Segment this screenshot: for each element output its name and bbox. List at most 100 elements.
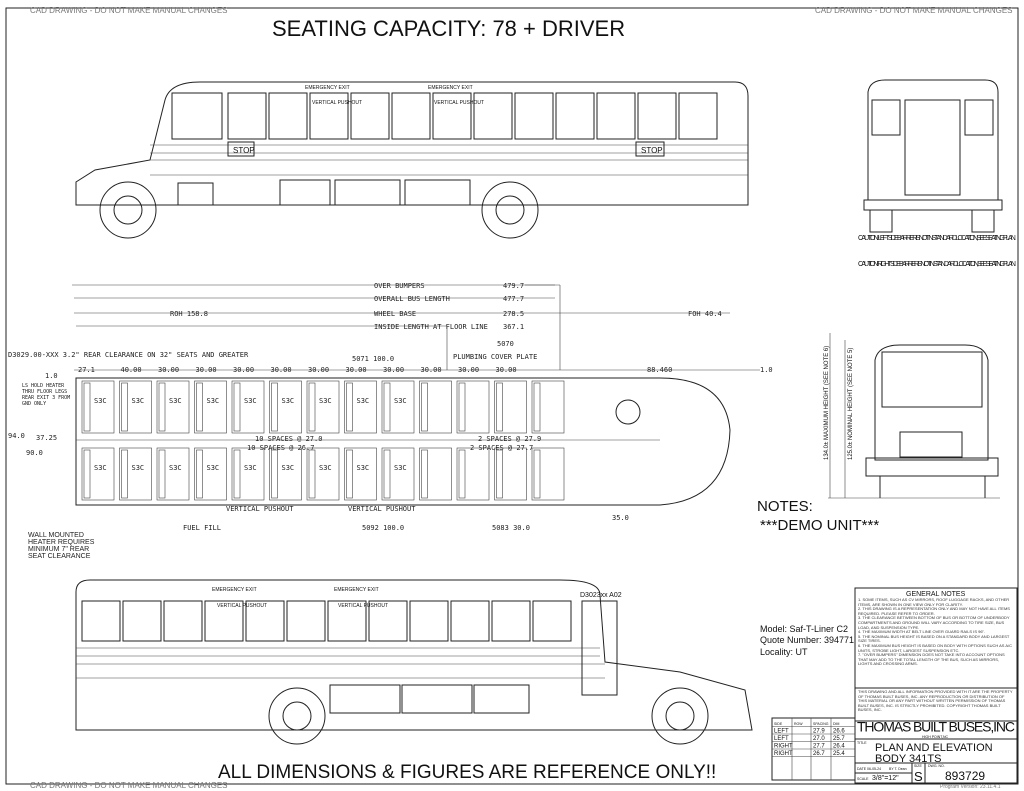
seat-label: S3C	[244, 397, 257, 405]
title-label: TITLE	[857, 741, 867, 745]
window	[81, 600, 121, 642]
spacing-label: 30.00	[196, 366, 217, 374]
dim-label: OVER BUMPERS	[374, 282, 425, 290]
general-note-item: 3. THE CLEARANCE BETWEEN BOTTOM OF BUS O…	[858, 615, 1010, 630]
general-note-item: 5. THE NOMINAL BUS HEIGHT IS BASED ON A …	[858, 633, 1010, 644]
table-cell: 26.7	[813, 751, 825, 757]
copyright-notice: THIS DRAWING AND ALL INFORMATION PROVIDE…	[858, 690, 1013, 713]
seat-back	[233, 382, 241, 432]
dim-aisle: 37.25	[36, 434, 57, 442]
reference-warning: ALL DIMENSIONS & FIGURES ARE REFERENCE O…	[218, 762, 716, 783]
window	[637, 92, 677, 140]
seat-back	[271, 382, 278, 432]
seat	[194, 447, 227, 501]
watermark-bottom-left: CAD DRAWING - DO NOT MAKE MANUAL CHANGES	[30, 781, 228, 790]
ls-hold-note: LS HOLD HEATER THRU FLOOR LEGS REAR EXIT…	[22, 383, 71, 407]
dim-label: INSIDE LENGTH AT FLOOR LINE	[374, 323, 488, 331]
spacing-label: 30.00	[233, 366, 254, 374]
window	[450, 600, 490, 642]
window-row	[171, 92, 718, 140]
seat	[269, 380, 302, 434]
dim-rear: 1.0	[45, 372, 58, 380]
stop-arm	[635, 141, 665, 157]
pushout-label: VERTICAL PUSHOUT	[217, 603, 267, 609]
watermark-top-left: CAD DRAWING - DO NOT MAKE MANUAL CHANGES	[30, 6, 228, 15]
spacing-label: 30.00	[421, 366, 442, 374]
clearance-note: D3029.00-XXX 3.2" REAR CLEARANCE ON 32" …	[8, 351, 249, 359]
window	[514, 92, 554, 140]
general-notes: GENERAL NOTES 1. SOME ITEMS, SUCH AS CV …	[854, 587, 1018, 722]
seat	[119, 380, 152, 434]
seat-back	[196, 382, 203, 432]
dim-value: 479.7	[503, 282, 524, 290]
seat	[494, 447, 527, 501]
window	[491, 600, 531, 642]
dim-roh: ROH 158.8	[170, 310, 208, 318]
dim-width-90: 90.0	[26, 449, 43, 457]
emergency-exit-label: EMERGENCY EXIT	[428, 85, 473, 91]
window	[309, 92, 349, 140]
pushout-label: VERTICAL PUSHOUT	[312, 100, 362, 106]
max-height-label: 134.0± MAXIMUM HEIGHT (SEE NOTE 6)	[824, 346, 830, 460]
seat-back	[533, 382, 541, 432]
seat-label: S3C	[357, 464, 370, 472]
fuel-door	[177, 182, 214, 206]
window	[555, 92, 595, 140]
seat-label: S3C	[207, 464, 220, 472]
window	[268, 92, 308, 140]
dim-5070: 5070	[497, 340, 514, 348]
scale-value: 3/8"=12"	[872, 775, 899, 782]
window	[409, 600, 449, 642]
compartment	[404, 179, 471, 206]
seat-back	[496, 449, 503, 499]
dim-5071: 5071 100.0	[352, 355, 394, 363]
spacing-label: 30.00	[496, 366, 517, 374]
demo-unit-label: ***DEMO UNIT***	[760, 517, 879, 534]
drawing-subtitle: BODY 341TS	[875, 753, 941, 765]
table-cell: 25.4	[833, 751, 845, 757]
seat-label: S3C	[319, 464, 332, 472]
window	[327, 600, 367, 642]
seat-back	[496, 382, 503, 432]
compartment	[334, 179, 401, 206]
dim-value: 367.1	[503, 323, 524, 331]
seat	[344, 447, 377, 501]
seat-label: S3C	[94, 397, 107, 405]
seat-back	[83, 382, 91, 432]
table-header: SIDE	[774, 722, 783, 726]
seat	[306, 380, 340, 434]
window	[432, 92, 472, 140]
watermark-top-right: CAD DRAWING - DO NOT MAKE MANUAL CHANGES	[815, 6, 1013, 15]
dim-width-94: 94.0	[8, 432, 25, 440]
spacing-label: 30.00	[383, 366, 404, 374]
seat	[269, 447, 302, 501]
company-location: HIGH POINT,NC	[922, 735, 949, 739]
pushout-label: VERTICAL PUSHOUT	[338, 603, 388, 609]
table-cell: LEFT	[774, 736, 789, 742]
table-cell: 25.7	[833, 736, 845, 742]
title-block: THOMAS BUILT BUSES,INC HIGH POINT,NC TIT…	[854, 719, 1018, 784]
window	[286, 600, 326, 642]
dim-label: WHEEL BASE	[374, 310, 416, 318]
table-header: SPACING	[813, 722, 829, 726]
seat	[531, 447, 565, 501]
seat-label: S3C	[169, 464, 182, 472]
seat-back	[308, 449, 316, 499]
seat	[231, 380, 265, 434]
drawing-border	[5, 7, 1019, 785]
seat	[119, 447, 152, 501]
seat-back	[121, 382, 128, 432]
plumbing-label: PLUMBING COVER PLATE	[453, 353, 537, 361]
size-label: SIZE	[914, 764, 922, 768]
window	[596, 92, 636, 140]
seat-back	[383, 382, 391, 432]
spaces-label: 2 SPACES @ 27.7	[470, 444, 533, 452]
front-wheel	[481, 181, 539, 239]
seat	[231, 447, 265, 501]
pushout-label: VERTICAL PUSHOUT	[434, 100, 484, 106]
seat-back	[458, 449, 466, 499]
emergency-exit-label: EMERGENCY EXIT	[305, 85, 350, 91]
